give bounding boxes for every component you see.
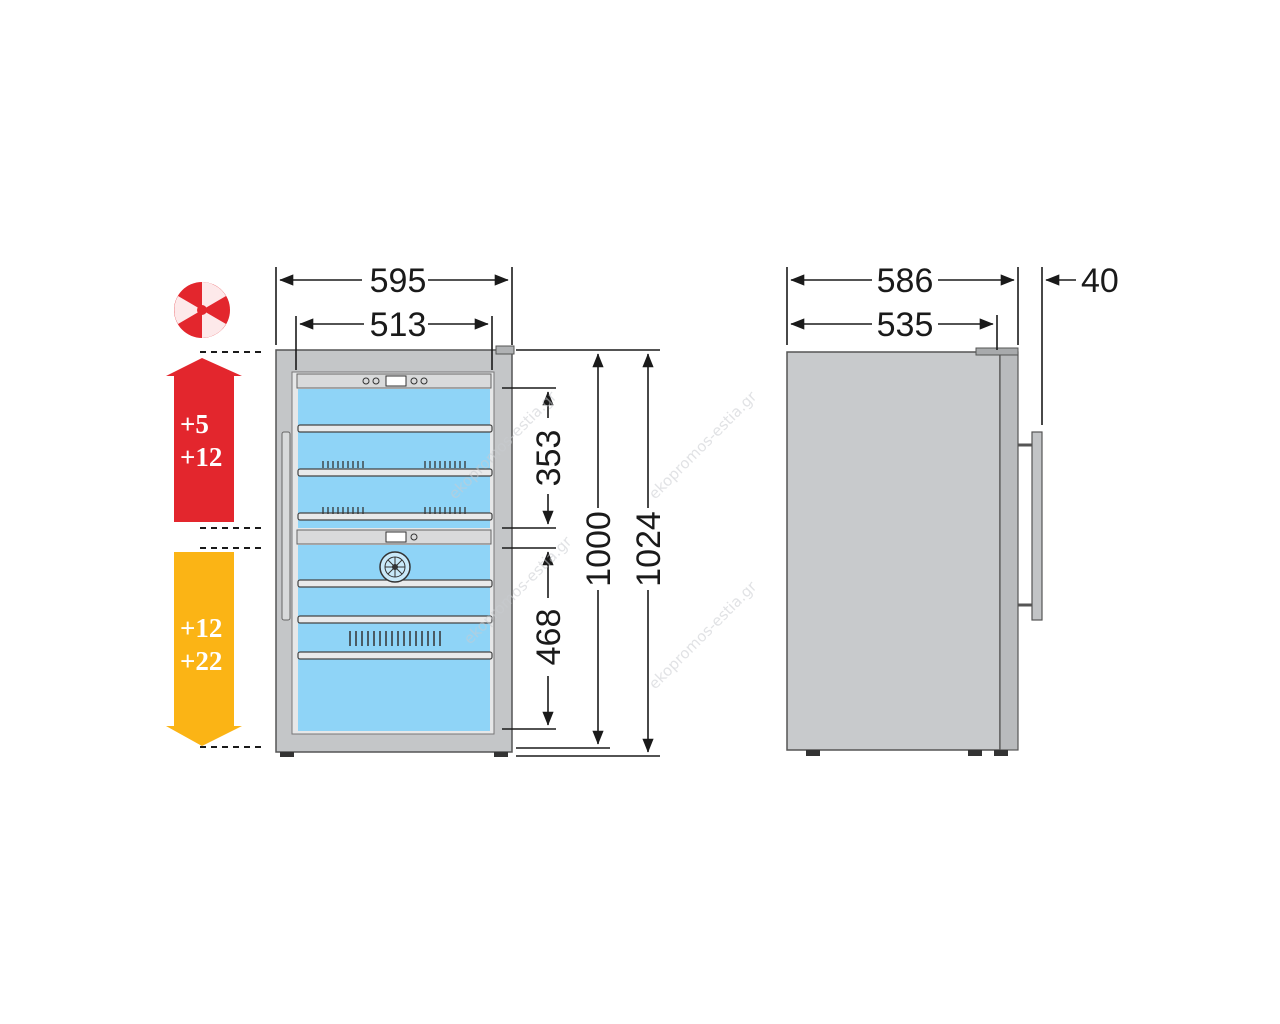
upper-zone-height-label: 353 [530, 430, 568, 487]
svg-text:ekopromos-estia.gr: ekopromos-estia.gr [645, 387, 761, 503]
svg-text:ekopromos-estia.gr: ekopromos-estia.gr [645, 577, 761, 693]
upper-zone-arrow: +5 +12 [166, 358, 242, 522]
handle-depth-label: 40 [1081, 262, 1119, 300]
door-handle-icon [281, 431, 291, 621]
cooling-fan-icon [379, 551, 411, 583]
upper-zone-max: +12 [180, 442, 222, 472]
lower-zone-max: +22 [180, 646, 222, 676]
front-width-inner-label: 513 [370, 306, 427, 344]
side-depth-body-label: 535 [877, 306, 934, 344]
upper-zone-min: +5 [180, 409, 209, 439]
total-height-label: 1024 [630, 511, 668, 587]
lower-zone-height-label: 468 [530, 609, 568, 666]
side-depth-total-label: 586 [877, 262, 934, 300]
front-view [275, 345, 515, 757]
front-width-outer-label: 595 [370, 262, 427, 300]
lower-zone-min: +12 [180, 613, 222, 643]
side-view [786, 347, 1043, 756]
front-dimension-lines [275, 267, 660, 757]
lower-zone-arrow: +12 +22 [166, 552, 242, 746]
fan-zone-icon [174, 282, 230, 338]
body-height-label: 1000 [580, 511, 618, 587]
side-dimension-lines [786, 267, 1076, 425]
